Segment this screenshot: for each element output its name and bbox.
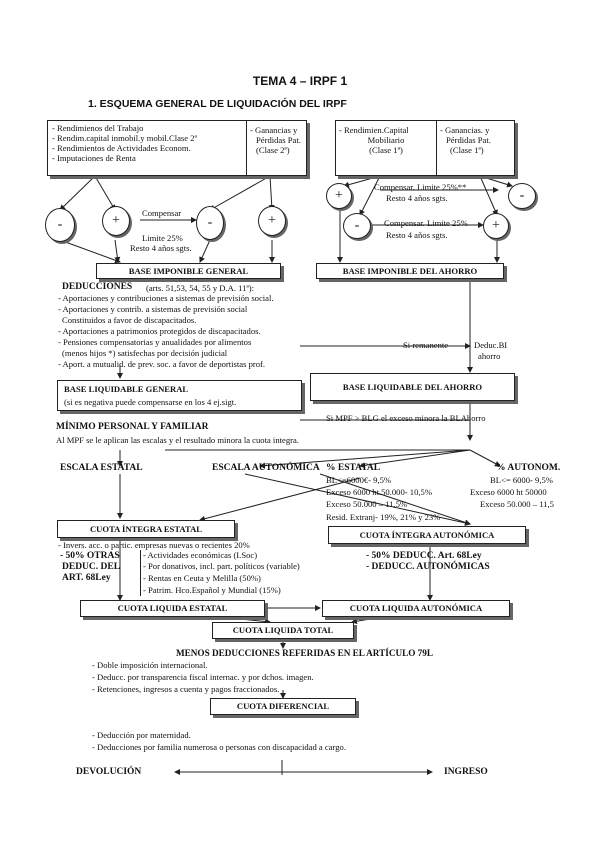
income-sources-savings-box: - Rendimien.Capital Mobiliario (Clase 1ª… bbox=[335, 120, 515, 176]
compensate-label: Compensar bbox=[142, 208, 182, 218]
deduccion-item: (menos hijos *) satisfechas por decisión… bbox=[62, 348, 228, 358]
section-heading: 1. ESQUEMA GENERAL DE LIQUIDACIÓN DEL IR… bbox=[88, 98, 347, 110]
deducc-item: - Patrim. Hco.Español y Mundial (15%) bbox=[143, 585, 281, 595]
plus-circle: + bbox=[102, 206, 130, 236]
cuota-liquida-autonomica: CUOTA LIQUIDA AUTONÓMICA bbox=[322, 600, 510, 617]
savings-line: - Rendimien.Capital bbox=[339, 125, 409, 135]
income-line: - Rendimientos de Actividades Econom. bbox=[52, 143, 191, 153]
escala-estatal: ESCALA ESTATAL bbox=[60, 463, 143, 473]
menos-deducciones-title: MENOS DEDUCCIONES REFERIDAS EN EL ARTÍCU… bbox=[176, 648, 433, 658]
menos-deduccion-item: - Deducc. por transparencia fiscal inter… bbox=[92, 672, 314, 682]
deducc-item: - Actividades económicas (I.Soc) bbox=[143, 550, 258, 560]
cuota-liquida-total: CUOTA LIQUIDA TOTAL bbox=[212, 622, 354, 639]
compensate-limit: Limite 25% bbox=[142, 233, 183, 243]
savings-line: Pérdidas Pat. bbox=[446, 135, 491, 145]
autonom-rate: Exceso 6000 ht 50000 bbox=[470, 487, 547, 497]
otras-deducc-label: ART. 68Ley bbox=[62, 573, 111, 583]
final-deduction: - Deducciones por familia numerosa o per… bbox=[92, 742, 346, 752]
base-liquidable-general-title: BASE LIQUIDABLE GENERAL bbox=[64, 384, 189, 394]
otras-deducc-label: - 50% OTRAS bbox=[60, 551, 120, 561]
gains-line: - Ganancias y bbox=[250, 125, 298, 135]
deducc-item: - Rentas en Ceuta y Melilla (50%) bbox=[143, 573, 261, 583]
compensate-rest: Resto 4 años sgts. bbox=[130, 243, 192, 253]
plus-circle: + bbox=[258, 206, 286, 236]
deduccion-item: - Aportaciones a patrimonios protegidos … bbox=[58, 326, 261, 336]
deduccion-item: Constituidos a favor de discapacitados. bbox=[62, 315, 197, 325]
ingreso-label: INGRESO bbox=[444, 767, 488, 777]
devolucion-label: DEVOLUCIÓN bbox=[76, 767, 142, 777]
compensate-rest: Resto 4 años sgts. bbox=[386, 193, 448, 203]
otras-deducc-label: DEDUC. DEL bbox=[62, 562, 121, 572]
gains-line: (Clase 2ª) bbox=[256, 145, 290, 155]
savings-line: Mobiliario bbox=[367, 135, 405, 145]
inversion-deduction: - Invers. acc. o partic. empresas nuevas… bbox=[58, 540, 250, 550]
minus-circle: - bbox=[508, 183, 536, 209]
deduc-bi-note: Deduc.BI bbox=[474, 340, 508, 350]
estatal-rate: Exceso 6000 ht.50.000- 10,5% bbox=[326, 487, 432, 497]
deduc-bi-note: ahorro bbox=[478, 351, 501, 361]
compensate-label: Compensar. Limite 25% bbox=[384, 218, 468, 228]
income-line: - Rendim.capital inmobil.y mobil.Clase 2… bbox=[52, 133, 197, 143]
cuota-integra-autonomica: CUOTA ÍNTEGRA AUTONÓMICA bbox=[328, 526, 526, 544]
estatal-rate: Exceso 50.000 – 11,5% bbox=[326, 499, 408, 509]
cuota-diferencial: CUOTA DIFERENCIAL bbox=[210, 698, 356, 715]
minus-circle: - bbox=[196, 206, 224, 240]
escala-autonomica: ESCALA AUTONÓMICA bbox=[212, 463, 320, 473]
cuota-integra-estatal: CUOTA ÍNTEGRA ESTATAL bbox=[57, 520, 235, 538]
deducciones-ref: (arts. 51,53, 54, 55 y D.A. 11ª): bbox=[146, 283, 255, 293]
income-sources-general-box: - Rendimienos del Trabajo - Rendim.capit… bbox=[47, 120, 307, 176]
plus-circle: + bbox=[483, 213, 509, 239]
base-imponible-ahorro: BASE IMPONIBLE DEL AHORRO bbox=[316, 263, 504, 279]
estatal-rate: Resid. Extranj- 19%, 21% y 23% bbox=[326, 512, 441, 522]
compensate-label: Compensar. Limite 25%** bbox=[374, 182, 467, 192]
remanente-note: Si remanente bbox=[403, 340, 449, 350]
compensate-rest: Resto 4 años sgts. bbox=[386, 230, 448, 240]
minus-circle: - bbox=[45, 208, 75, 242]
income-line: - Rendimienos del Trabajo bbox=[52, 123, 144, 133]
final-deduction: - Deducción por maternidad. bbox=[92, 730, 191, 740]
bracket-line bbox=[140, 550, 142, 596]
pct-autonom: % AUTONOM. bbox=[496, 463, 561, 473]
deduccion-item: - Aportaciones y contribuciones a sistem… bbox=[58, 293, 274, 303]
pct-estatal: % ESTATAL bbox=[326, 463, 381, 473]
cuota-liquida-estatal: CUOTA LIQUIDA ESTATAL bbox=[80, 600, 265, 617]
income-line: - Imputaciones de Renta bbox=[52, 153, 136, 163]
deducc-item: - Por donativos, incl. part. políticos (… bbox=[143, 561, 300, 571]
menos-deduccion-item: - Doble imposición internacional. bbox=[92, 660, 208, 670]
base-liquidable-general: BASE LIQUIDABLE GENERAL (si es negativa … bbox=[57, 380, 302, 411]
autonom-rate: BL<= 6000- 9,5% bbox=[490, 475, 553, 485]
minimo-text: Al MPF se le aplican las escalas y el re… bbox=[56, 435, 299, 445]
base-imponible-general: BASE IMPONIBLE GENERAL bbox=[96, 263, 281, 279]
deducciones-title: DEDUCCIONES bbox=[62, 282, 133, 292]
minus-circle: - bbox=[343, 213, 371, 239]
base-liquidable-general-note: (si es negativa puede compensarse en los… bbox=[64, 397, 237, 407]
minimo-title: MÍNIMO PERSONAL Y FAMILIAR bbox=[56, 422, 209, 432]
autonom-deducc: - 50% DEDUCC. Art. 68Ley bbox=[366, 551, 482, 561]
deduccion-item: - Aport. a mutualid. de prev. soc. a fav… bbox=[58, 359, 266, 369]
deduccion-item: - Pensiones compensatorias y anualidades… bbox=[58, 337, 252, 347]
base-liquidable-ahorro: BASE LIQUIDABLE DEL AHORRO bbox=[310, 373, 515, 401]
savings-line: (Clase 1ª) bbox=[450, 145, 484, 155]
savings-line: - Ganancias. y bbox=[440, 125, 490, 135]
menos-deduccion-item: - Retenciones, ingresos a cuenta y pagos… bbox=[92, 684, 280, 694]
savings-line: (Clase 1ª) bbox=[369, 145, 403, 155]
plus-circle: + bbox=[326, 183, 352, 209]
page-title: TEMA 4 – IRPF 1 bbox=[252, 74, 348, 88]
deduccion-item: - Aportaciones y contrib. a sistemas de … bbox=[58, 304, 248, 314]
estatal-rate: BL<=6000€- 9,5% bbox=[326, 475, 392, 485]
autonom-deducc: - DEDUCC. AUTONÓMICAS bbox=[366, 562, 490, 572]
mpf-note: Si MPF > BLG el exceso minora la BLAhorr… bbox=[326, 413, 486, 423]
gains-line: Pérdidas Pat. bbox=[256, 135, 301, 145]
autonom-rate: Exceso 50.000 – 11,5 bbox=[480, 499, 554, 509]
